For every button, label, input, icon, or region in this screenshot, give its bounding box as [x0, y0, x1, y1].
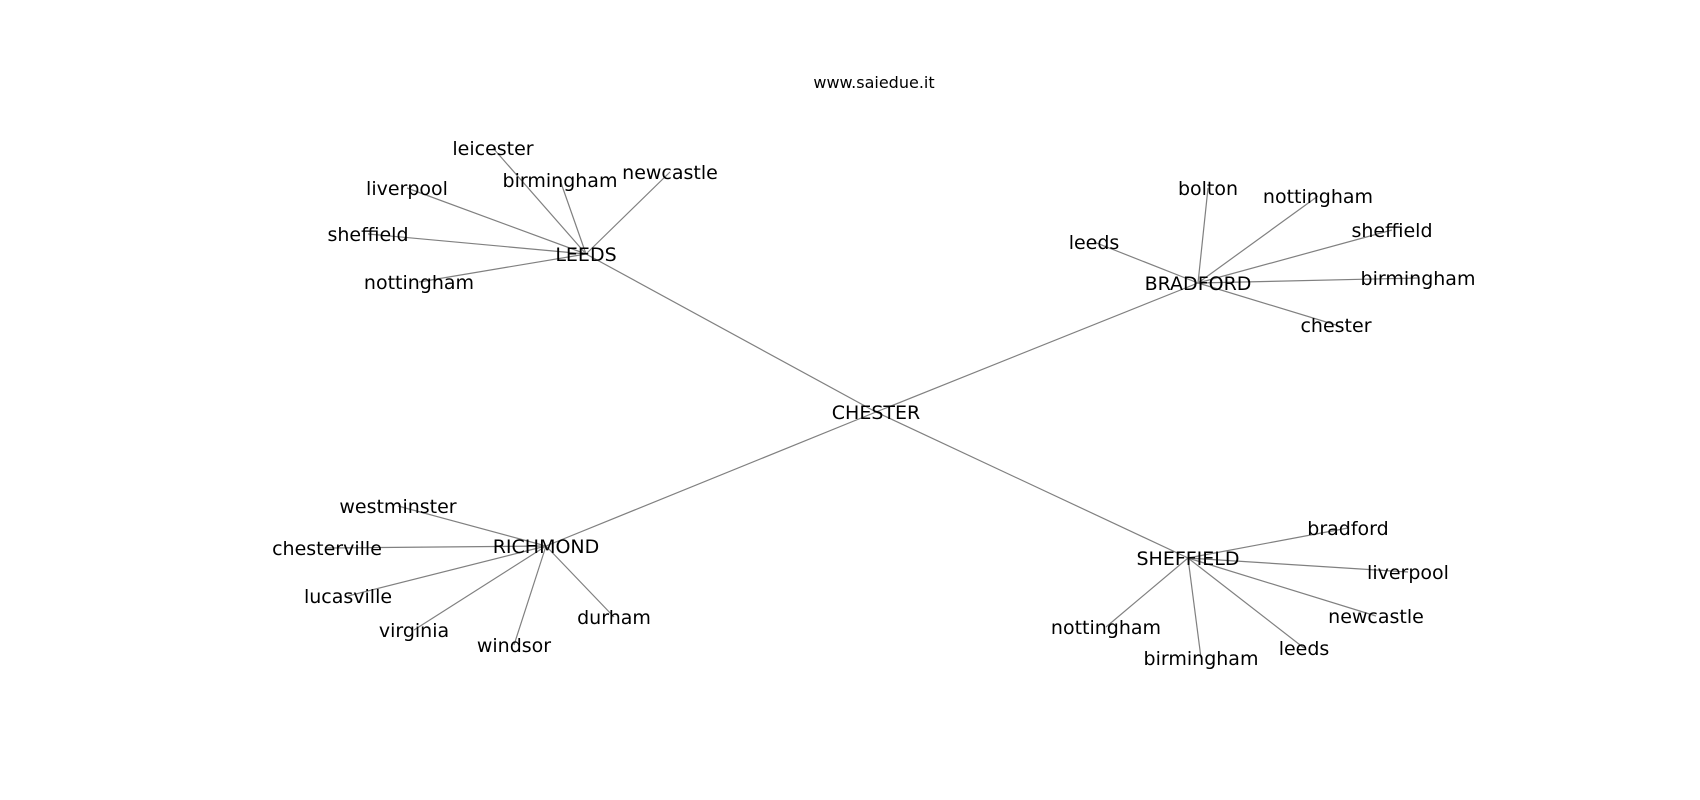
node-leeds-nottingham: nottingham: [364, 272, 474, 294]
edge-sheffield-birmingham: [1187, 557, 1202, 659]
edge-root-richmond: [545, 411, 877, 547]
edge-leeds-birmingham: [559, 179, 587, 255]
node-leeds-newcastle: newcastle: [622, 162, 718, 184]
edge-root-bradford: [875, 282, 1199, 413]
node-sheffield-liverpool: liverpool: [1367, 562, 1449, 584]
hub-node-leeds: LEEDS: [555, 244, 616, 266]
node-leeds-leicester: leicester: [452, 138, 533, 160]
node-bradford-sheffield: sheffield: [1351, 220, 1432, 242]
node-sheffield-birmingham: birmingham: [1144, 648, 1259, 670]
node-bradford-birmingham: birmingham: [1361, 268, 1476, 290]
edge-richmond-lucasville: [347, 545, 547, 597]
node-leeds-sheffield: sheffield: [327, 224, 408, 246]
edge-richmond-windsor: [513, 545, 547, 646]
edge-leeds-leicester: [492, 147, 587, 255]
node-leeds-birmingham: birmingham: [503, 170, 618, 192]
node-richmond-windsor: windsor: [477, 635, 551, 657]
edge-sheffield-liverpool: [1187, 557, 1409, 573]
node-bradford-leeds: leeds: [1069, 232, 1120, 254]
edge-richmond-chesterville: [326, 545, 547, 549]
root-node: CHESTER: [832, 402, 920, 424]
node-bradford-nottingham: nottingham: [1263, 186, 1373, 208]
edge-sheffield-newcastle: [1187, 557, 1377, 617]
node-bradford-chester: chester: [1300, 315, 1371, 337]
node-richmond-lucasville: lucasville: [304, 586, 392, 608]
hub-node-richmond: RICHMOND: [493, 536, 600, 558]
edge-richmond-durham: [545, 545, 615, 618]
edge-bradford-leeds: [1093, 241, 1199, 284]
node-richmond-westminster: westminster: [339, 496, 456, 518]
node-richmond-durham: durham: [577, 607, 651, 629]
hub-node-bradford: BRADFORD: [1145, 273, 1252, 295]
edge-root-sheffield: [875, 411, 1189, 559]
edge-leeds-nottingham: [418, 253, 587, 283]
edge-leeds-sheffield: [367, 233, 587, 255]
node-leeds-liverpool: liverpool: [366, 178, 448, 200]
node-richmond-chesterville: chesterville: [272, 538, 382, 560]
edges-layer: [326, 147, 1419, 659]
edge-richmond-virginia: [413, 545, 547, 631]
edge-bradford-chester: [1197, 282, 1337, 326]
edge-bradford-nottingham: [1197, 195, 1319, 284]
edge-richmond-westminster: [397, 505, 547, 547]
node-sheffield-bradford: bradford: [1307, 518, 1388, 540]
edge-sheffield-nottingham: [1105, 557, 1189, 628]
hub-node-sheffield: SHEFFIELD: [1136, 548, 1239, 570]
edge-leeds-newcastle: [585, 171, 671, 255]
diagram-title: www.saiedue.it: [813, 73, 934, 92]
node-sheffield-newcastle: newcastle: [1328, 606, 1424, 628]
edge-root-leeds: [585, 253, 877, 413]
edge-sheffield-bradford: [1187, 527, 1349, 559]
edge-bradford-sheffield: [1197, 229, 1393, 284]
node-sheffield-nottingham: nottingham: [1051, 617, 1161, 639]
node-sheffield-leeds: leeds: [1279, 638, 1330, 660]
edge-leeds-liverpool: [406, 187, 587, 255]
edge-sheffield-leeds: [1187, 557, 1305, 649]
node-bradford-bolton: bolton: [1178, 178, 1238, 200]
edge-bradford-bolton: [1197, 187, 1209, 284]
node-richmond-virginia: virginia: [379, 620, 449, 642]
edge-bradford-birmingham: [1197, 277, 1419, 284]
